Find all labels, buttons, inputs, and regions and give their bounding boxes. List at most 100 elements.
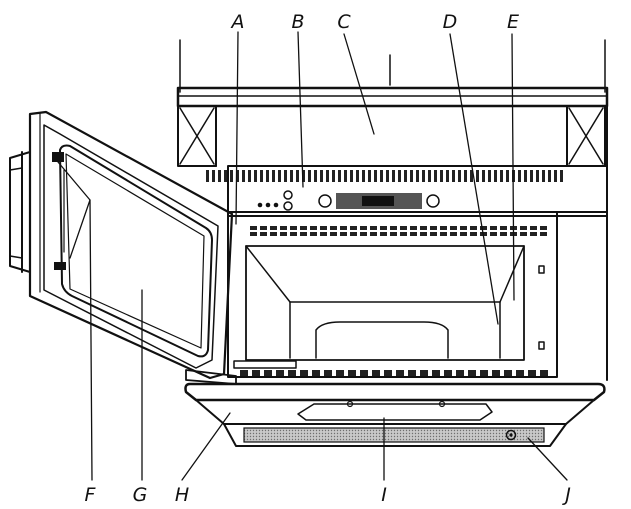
vent-slot: [410, 232, 417, 236]
vent-slot: [390, 232, 397, 236]
callout-e: E: [507, 11, 519, 33]
vent-slot: [428, 170, 431, 182]
vent-slot: [266, 170, 269, 182]
vent-slot: [218, 170, 221, 182]
vent-slot: [370, 232, 377, 236]
vent-slot: [530, 226, 537, 230]
vent-slot: [362, 170, 365, 182]
vent-slot: [314, 170, 317, 182]
vent-slot: [260, 232, 267, 236]
vent-slot: [290, 232, 297, 236]
vent-slot: [206, 170, 209, 182]
vent-slot: [264, 370, 272, 376]
vent-slot: [416, 170, 419, 182]
vent-slot: [400, 226, 407, 230]
vent-slot: [500, 170, 503, 182]
vent-slot: [520, 226, 527, 230]
callout-a: A: [230, 11, 245, 33]
vent-slot: [250, 226, 257, 230]
vent-slot: [392, 170, 395, 182]
callout-h: H: [175, 484, 189, 506]
vent-slot: [350, 232, 357, 236]
vent-slot: [494, 170, 497, 182]
vent-slot: [336, 370, 344, 376]
vent-slot: [344, 170, 347, 182]
callout-g: G: [133, 484, 148, 506]
vent-slot: [408, 370, 416, 376]
vent-slot: [280, 232, 287, 236]
vent-slot: [224, 170, 227, 182]
vent-slot: [480, 226, 487, 230]
vent-slot: [212, 170, 215, 182]
bottom-trim: [184, 382, 606, 425]
vent-slot: [536, 170, 539, 182]
vent-slot: [308, 170, 311, 182]
vent-slot: [430, 232, 437, 236]
vent-slot: [542, 170, 545, 182]
vent-slot: [422, 170, 425, 182]
vent-slot: [300, 232, 307, 236]
vent-slot: [284, 170, 287, 182]
vent-slot: [434, 170, 437, 182]
grease-filter: [223, 423, 567, 447]
vent-slot: [254, 170, 257, 182]
vent-slot: [280, 226, 287, 230]
vent-slot: [320, 232, 327, 236]
vent-slot: [276, 370, 284, 376]
vent-slot: [450, 226, 457, 230]
vent-slot: [460, 226, 467, 230]
vent-slot: [320, 226, 327, 230]
vent-slot: [430, 226, 437, 230]
vent-slot: [506, 170, 509, 182]
vent-slot: [296, 170, 299, 182]
vent-slot: [420, 226, 427, 230]
vent-slot: [350, 226, 357, 230]
vent-slot: [260, 170, 263, 182]
vent-slot: [320, 170, 323, 182]
vent-slot: [310, 232, 317, 236]
vent-slot: [350, 170, 353, 182]
vent-slot: [340, 232, 347, 236]
vent-slot: [540, 226, 547, 230]
vent-slot: [470, 170, 473, 182]
vent-slot: [278, 170, 281, 182]
callout-labels: A B C D E F G H I J: [85, 11, 572, 506]
vent-slot: [464, 170, 467, 182]
vent-slot: [528, 370, 536, 376]
vent-slot: [272, 170, 275, 182]
vent-slot: [290, 170, 293, 182]
vent-slot: [360, 370, 368, 376]
vent-slot: [400, 232, 407, 236]
vent-slot: [250, 232, 257, 236]
vent-slot: [398, 170, 401, 182]
vent-slot: [458, 170, 461, 182]
vent-slot: [302, 170, 305, 182]
vent-slot: [310, 226, 317, 230]
vent-slot: [560, 170, 563, 182]
callout-b: B: [291, 11, 304, 33]
vent-slot: [452, 170, 455, 182]
vent-slot: [410, 226, 417, 230]
vent-slot: [288, 370, 296, 376]
control-panel: [257, 190, 440, 211]
vent-slot: [270, 226, 277, 230]
vent-slot: [480, 370, 488, 376]
vent-slot: [470, 226, 477, 230]
microwave-door: [9, 110, 237, 385]
vent-slot: [326, 170, 329, 182]
vent-slot: [440, 170, 443, 182]
vent-slot: [516, 370, 524, 376]
vent-slot: [488, 170, 491, 182]
vent-slot: [440, 232, 447, 236]
vent-slot: [440, 226, 447, 230]
vent-slot: [554, 170, 557, 182]
vent-slot: [356, 170, 359, 182]
upper-cabinet: [176, 39, 609, 381]
vent-slot: [476, 170, 479, 182]
bottom-vent-grille: [240, 370, 548, 376]
vent-slot: [330, 226, 337, 230]
vent-slot: [410, 170, 413, 182]
vent-slot: [530, 232, 537, 236]
vent-slot: [340, 226, 347, 230]
